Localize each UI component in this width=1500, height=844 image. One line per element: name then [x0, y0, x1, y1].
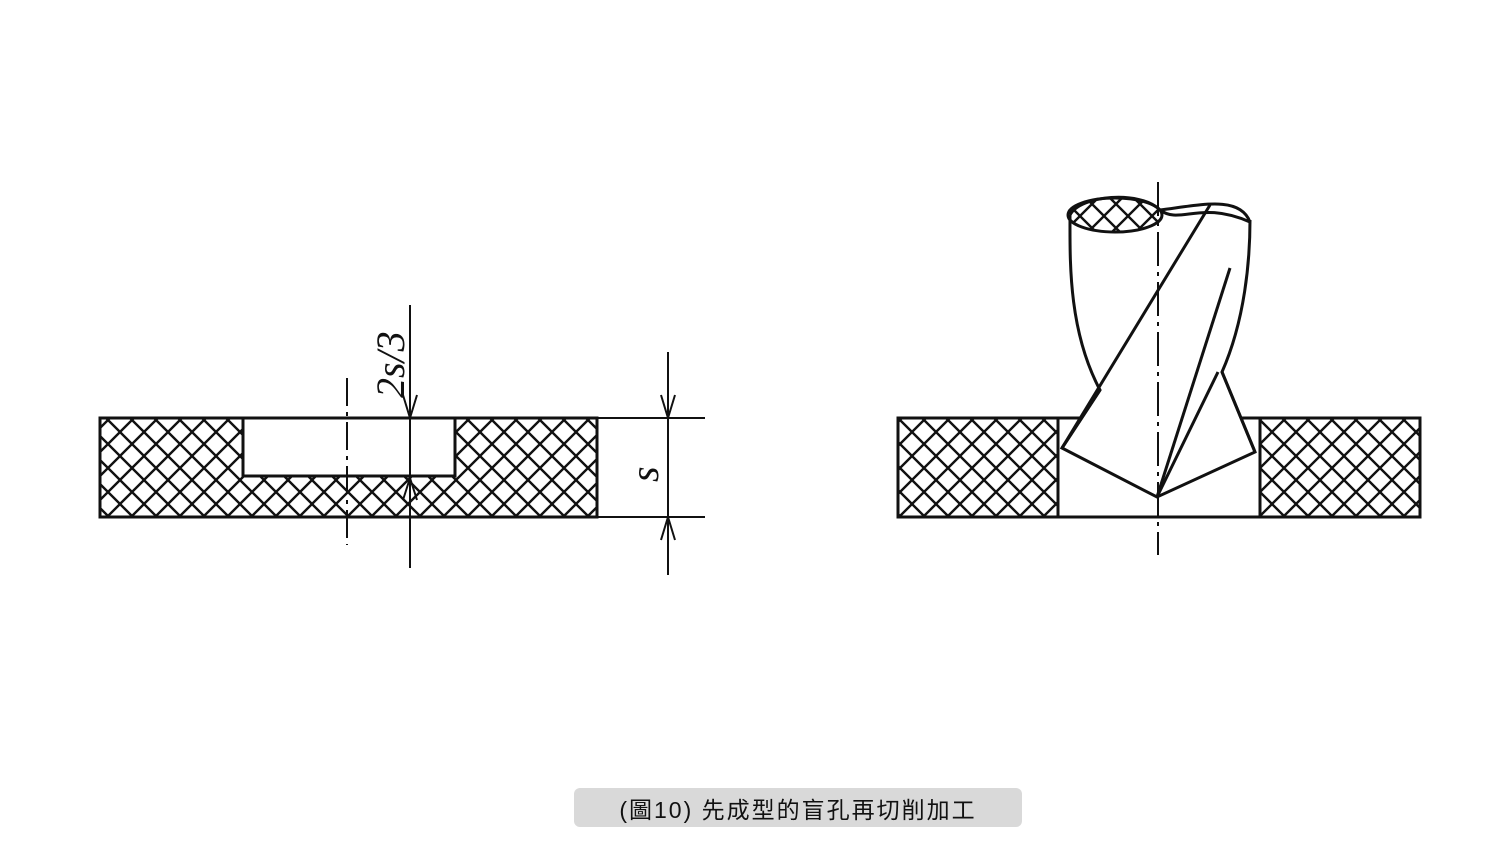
depth-dimension	[402, 305, 418, 568]
thickness-dimension	[597, 352, 705, 575]
right-plate-section	[896, 416, 1422, 519]
thickness-label: s	[622, 466, 667, 482]
depth-label: 2s/3	[368, 331, 413, 398]
left-plate-section	[98, 416, 599, 519]
figure-caption: (圖10) 先成型的盲孔再切削加工	[574, 788, 1022, 827]
